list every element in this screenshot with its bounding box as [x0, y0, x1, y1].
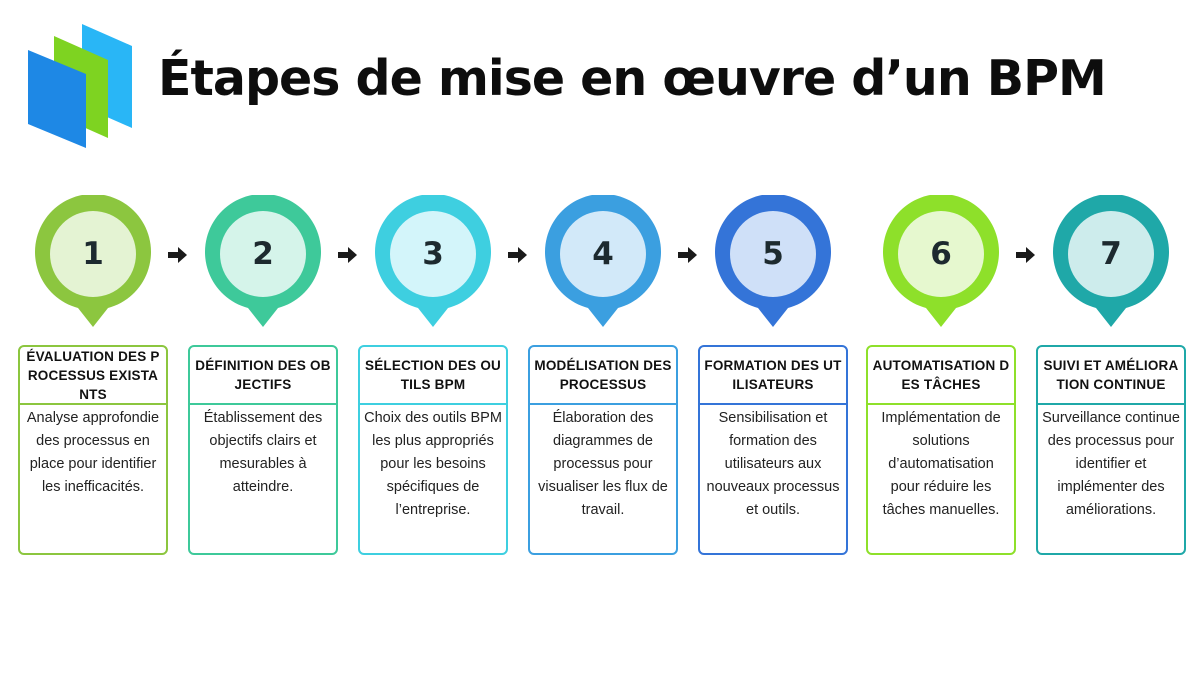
step-number: 3 — [422, 236, 444, 272]
pin-inner-disc — [560, 211, 646, 297]
step-card-divider — [868, 403, 1014, 405]
step-card-description: Analyse approfondie des processus en pla… — [26, 410, 160, 495]
step-card-title: Évaluation des processus existants — [26, 348, 160, 402]
step-pin-icon — [715, 195, 831, 327]
step-1: 1Évaluation des processus existantsAnaly… — [18, 195, 168, 560]
arrow-right-icon — [338, 247, 357, 263]
step-card: Définition des objectifsÉtablissement de… — [188, 345, 338, 555]
arrow-right-icon — [508, 247, 527, 263]
pin-inner-disc — [390, 211, 476, 297]
step-pin-icon — [375, 195, 491, 327]
step-7: 7Suivi et amélioration continueSurveilla… — [1036, 195, 1186, 560]
step-card-description: Choix des outils BPM les plus appropriés… — [364, 410, 502, 518]
step-card-title: Automatisation des tâches — [872, 358, 1010, 392]
step-card: Évaluation des processus existantsAnalys… — [18, 345, 168, 555]
pin-inner-disc — [50, 211, 136, 297]
logo-icon — [28, 24, 132, 148]
step-3: 3Sélection des outils BPM Choix des outil… — [358, 195, 508, 560]
step-pin-icon — [883, 195, 999, 327]
step-number: 7 — [1100, 236, 1122, 272]
pin-inner-disc — [898, 211, 984, 297]
step-pin-icon — [1053, 195, 1169, 327]
logo-front-panel — [28, 50, 86, 148]
pin-inner-disc — [1068, 211, 1154, 297]
step-6: 6Automatisation des tâchesImplémentation… — [866, 195, 1016, 560]
arrow-right-icon — [1016, 247, 1035, 263]
step-card-divider — [20, 403, 166, 405]
step-card-title: Modélisation des processus — [534, 358, 672, 392]
step-card: Automatisation des tâchesImplémentation … — [866, 345, 1016, 555]
step-card: Formation des utilisateursSensibilisatio… — [698, 345, 848, 555]
step-card: Modélisation des processusÉlaboration de… — [528, 345, 678, 555]
step-number: 2 — [252, 236, 274, 272]
step-card-title: Définition des objectifs — [195, 358, 331, 392]
step-2: 2Définition des objectifsÉtablissement d… — [188, 195, 338, 560]
step-card: Suivi et amélioration continueSurveillan… — [1036, 345, 1186, 555]
step-card: Sélection des outils BPM Choix des outils… — [358, 345, 508, 555]
step-card-divider — [700, 403, 846, 405]
step-card-divider — [1038, 403, 1184, 405]
step-card-description: Sensibilisation et formation des utilisa… — [706, 410, 840, 518]
arrow-right-icon — [168, 247, 187, 263]
step-number: 5 — [762, 236, 784, 272]
step-number: 4 — [592, 236, 614, 272]
step-card-title: Suivi et amélioration continue — [1043, 358, 1179, 392]
step-card-title: Sélection des outils BPM — [365, 358, 501, 392]
step-4: 4Modélisation des processusÉlaboration d… — [528, 195, 678, 560]
step-card-description: Surveillance continue des processus pour… — [1042, 410, 1180, 518]
step-card-divider — [530, 403, 676, 405]
step-number: 6 — [930, 236, 952, 272]
step-card-description: Implémentation de solutions d’automatisa… — [881, 410, 1001, 518]
step-pin-icon — [205, 195, 321, 327]
arrow-right-icon — [678, 247, 697, 263]
pin-inner-disc — [730, 211, 816, 297]
step-5: 5Formation des utilisateursSensibilisati… — [698, 195, 848, 560]
pin-inner-disc — [220, 211, 306, 297]
step-pin-icon — [545, 195, 661, 327]
page-title: Étapes de mise en œuvre d’un BPM — [158, 50, 1107, 107]
step-card-divider — [190, 403, 336, 405]
step-card-title: Formation des utilisateurs — [704, 358, 842, 392]
step-card-description: Établissement des objectifs clairs et me… — [203, 410, 323, 495]
step-card-description: Élaboration des diagrammes de processus … — [538, 410, 668, 518]
step-pin-icon — [35, 195, 151, 327]
step-number: 1 — [82, 236, 104, 272]
step-card-divider — [360, 403, 506, 405]
